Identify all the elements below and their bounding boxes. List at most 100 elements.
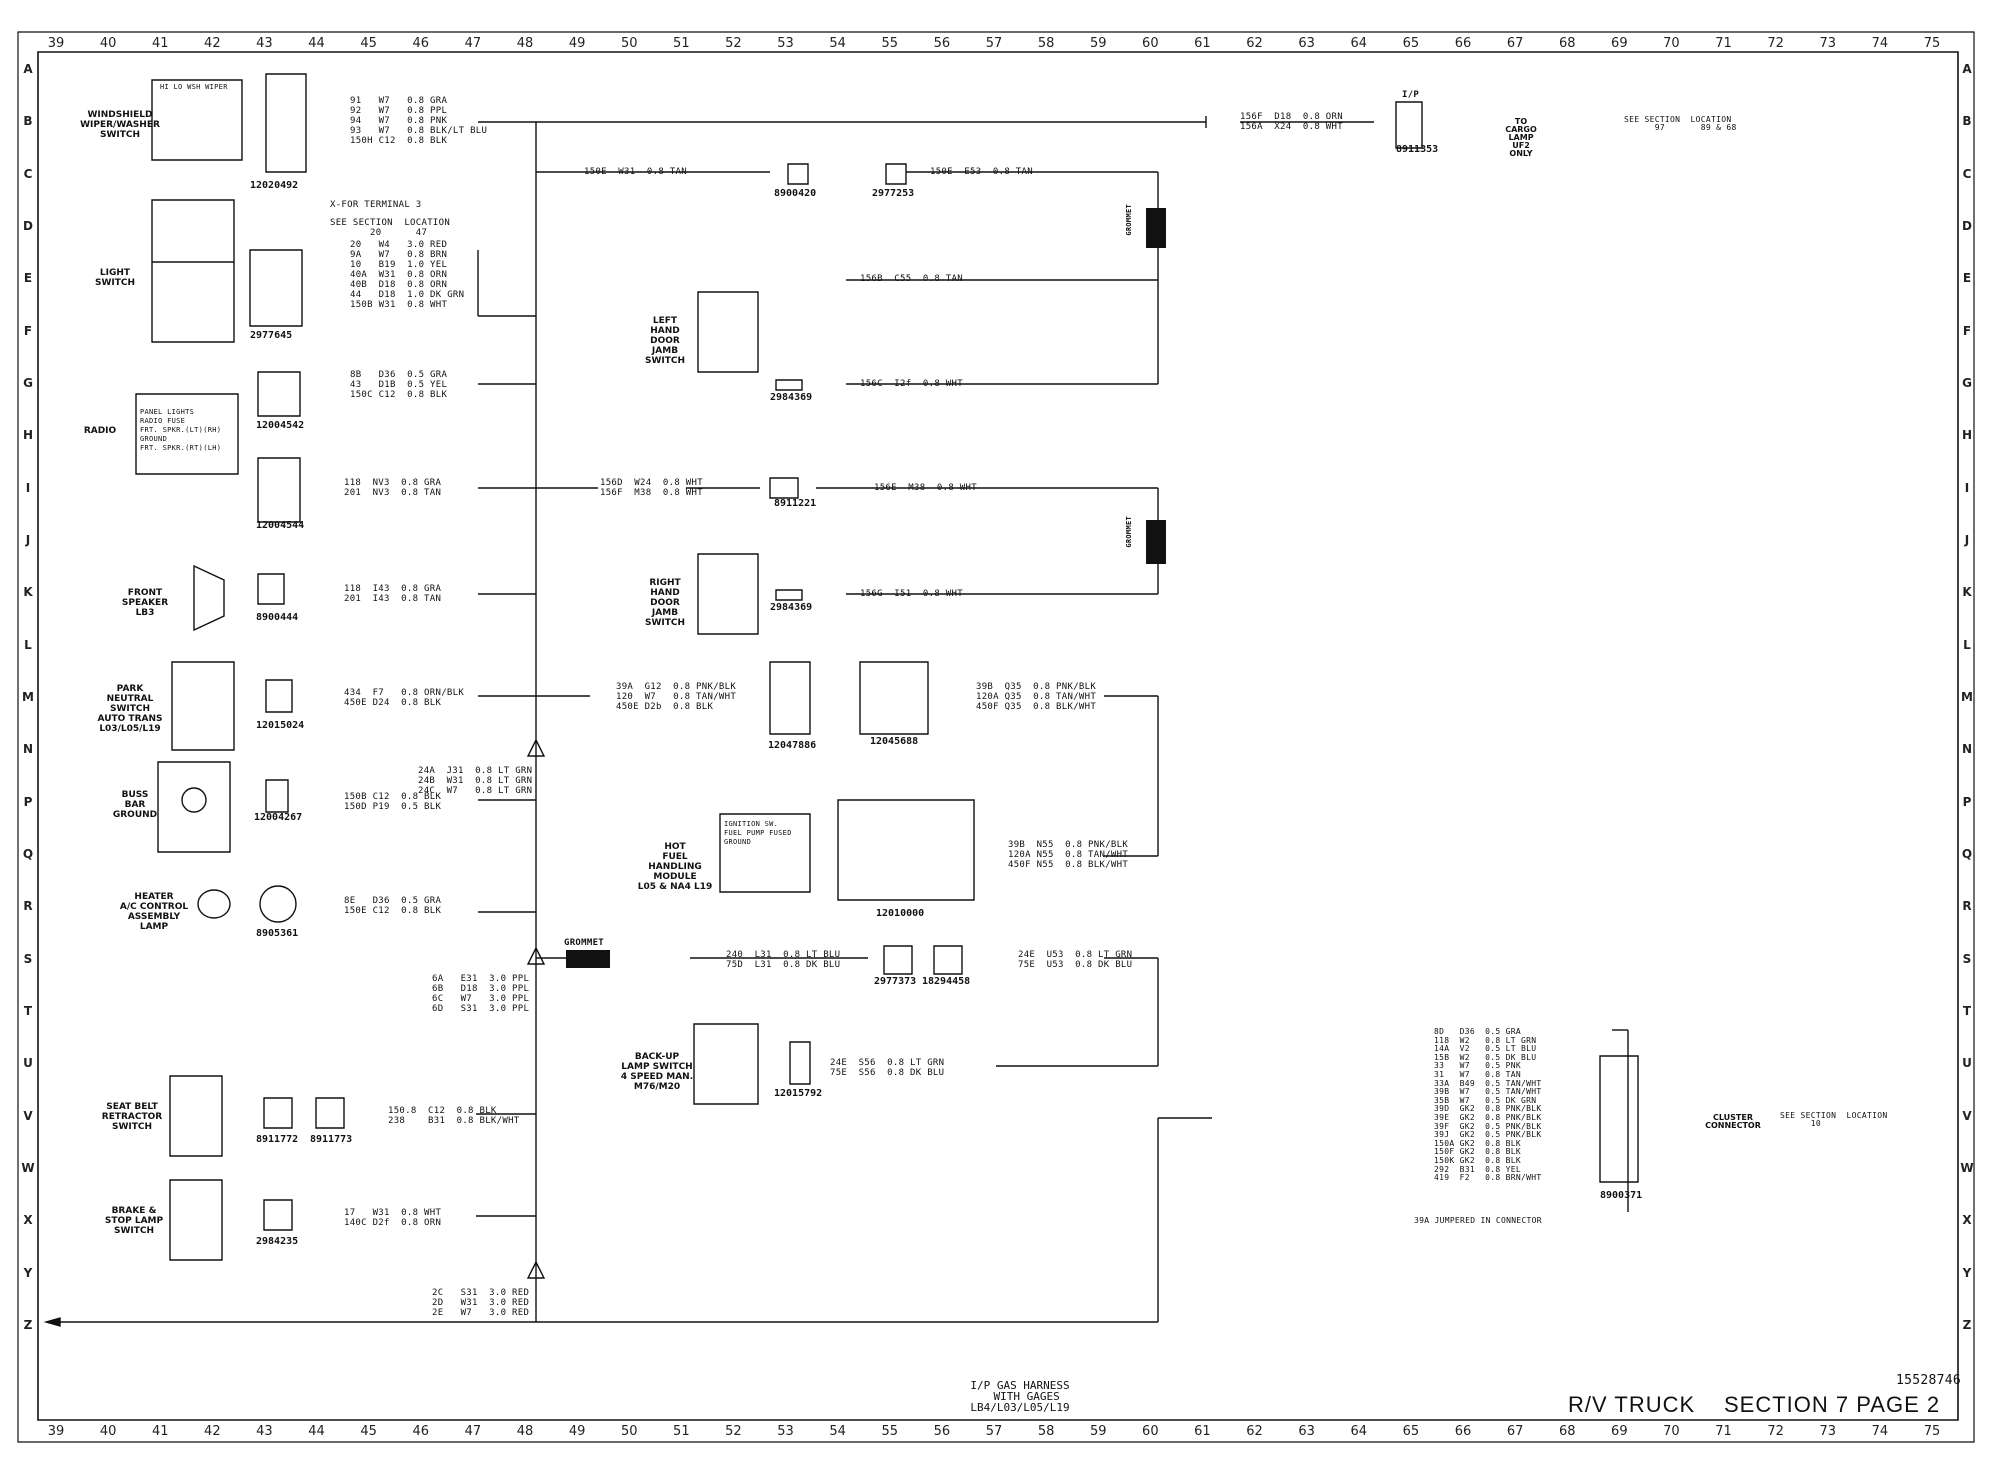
grommet-c xyxy=(1146,208,1166,248)
wire-row: 150E C12 0.8 BLK xyxy=(344,906,442,916)
light-note: X-FOR TERMINAL 3 xyxy=(330,200,422,210)
ruler-col-label: 70 xyxy=(1663,1424,1680,1439)
cargo-ip: I/P xyxy=(1402,90,1420,100)
conn-2977373: 2977373 xyxy=(874,976,917,987)
ruler-col-label: 71 xyxy=(1715,1424,1732,1439)
ruler-col-label: 50 xyxy=(620,1424,638,1439)
ruler-col-label: 46 xyxy=(412,36,430,51)
wire-row: 39B W7 0.5 TAN/WHT xyxy=(1434,1087,1542,1097)
wire-row: 75D L31 0.8 DK BLU xyxy=(726,960,841,970)
ruler-col-label: 61 xyxy=(1194,1424,1211,1439)
ruler-col-label: 59 xyxy=(1089,1424,1107,1439)
wire-row: 156D W24 0.8 WHT xyxy=(600,478,703,488)
ruler-col-label: 57 xyxy=(985,1424,1003,1439)
ruler-col-label: 50 xyxy=(620,36,638,51)
ruler-row-label: X xyxy=(23,1213,33,1228)
grommet-label-j: GROMMET xyxy=(1125,516,1133,548)
ruler-col-label: 48 xyxy=(516,36,534,51)
backup-connector-num: 12015792 xyxy=(774,1088,823,1099)
ruler-row-label: Y xyxy=(1962,1265,1972,1280)
wire-row: 238 B31 0.8 BLK/WHT xyxy=(388,1116,520,1126)
wire-row: 39B Q35 0.8 PNK/BLK xyxy=(976,682,1097,692)
ruler-col-label: 67 xyxy=(1506,36,1524,51)
wire-row: 150F GK2 0.8 BLK xyxy=(1434,1147,1521,1157)
wire-row: 156B C55 0.8 TAN xyxy=(860,274,963,284)
truck-label: R/V TRUCK xyxy=(1568,1392,1696,1417)
wire-row: 6A E31 3.0 PPL xyxy=(432,974,530,984)
ruler-col-label: 68 xyxy=(1558,36,1576,51)
ruler-col-label: 49 xyxy=(568,36,586,51)
ruler-col-label: 63 xyxy=(1298,1424,1315,1439)
ruler-row-label: U xyxy=(23,1056,33,1071)
lh-door-body xyxy=(698,292,758,372)
wire-row: 31 W7 0.8 TAN xyxy=(1434,1069,1521,1079)
wire-row: 43 D1B 0.5 YEL xyxy=(350,380,448,390)
wire-row: 120 W7 0.8 TAN/WHT xyxy=(616,692,737,702)
ruler-col-label: 57 xyxy=(985,36,1003,51)
wire-row: 450E D24 0.8 BLK xyxy=(344,698,442,708)
wires-mid-i-r: 156E M38 0.8 WHT xyxy=(874,483,977,493)
ruler-row-label: I xyxy=(1964,480,1970,495)
speaker-connector-num: 8900444 xyxy=(256,612,299,623)
wire-row: 24A J31 0.8 LT GRN xyxy=(418,766,533,776)
wire-row: 140C D2f 0.8 ORN xyxy=(344,1218,442,1228)
ruler-row-label: V xyxy=(23,1108,33,1123)
rh-door-body xyxy=(698,554,758,634)
wire-row: 6D S31 3.0 PPL xyxy=(432,1004,530,1014)
ruler-row-label: T xyxy=(1962,1004,1972,1018)
ruler-col-label: 73 xyxy=(1819,1424,1837,1439)
ruler-row-label: B xyxy=(1962,114,1972,129)
cargo-connector xyxy=(1396,102,1422,148)
park-switch-body xyxy=(172,662,234,750)
grommet-j xyxy=(1146,520,1166,564)
grommet-label-c: GROMMET xyxy=(1125,204,1133,236)
inner-frame xyxy=(38,52,1958,1420)
conn-18294458: 18294458 xyxy=(922,976,971,987)
wire-row: 150E E53 0.8 TAN xyxy=(930,167,1033,177)
feed-triangle-n xyxy=(528,740,544,756)
ruler-col-label: 75 xyxy=(1923,1424,1941,1439)
buss-bar-label: BUSS BAR GROUND xyxy=(112,790,158,820)
ruler-col-label: 74 xyxy=(1871,36,1889,51)
park-connector-num: 12015024 xyxy=(256,720,305,731)
wire-row: 44 D18 1.0 DK GRN xyxy=(350,290,465,300)
wire-row: 33A B49 0.5 TAN/WHT xyxy=(1434,1078,1542,1088)
wires-lhdoor-b: 156C I2f 0.8 WHT xyxy=(860,379,963,389)
wire-row: 156A X24 0.8 WHT xyxy=(1240,122,1343,132)
wire-row: 8E D36 0.5 GRA xyxy=(344,896,442,906)
ruler-col-label: 54 xyxy=(829,1424,846,1439)
wire-row: 450F N55 0.8 BLK/WHT xyxy=(1008,860,1129,870)
wire-row: 150D P19 0.5 BLK xyxy=(344,802,442,812)
wire-row: 10 B19 1.0 YEL xyxy=(350,260,448,270)
wire-row: 39D GK2 0.8 PNK/BLK xyxy=(1434,1104,1542,1114)
wire-row: 6C W7 3.0 PPL xyxy=(432,994,530,1004)
ruler-col-label: 70 xyxy=(1663,36,1680,51)
wire-row: 24E S56 0.8 LT GRN xyxy=(830,1058,945,1068)
ruler-col-label: 47 xyxy=(464,1424,482,1439)
heater-lamp-label: HEATER A/C CONTROL ASSEMBLY LAMP xyxy=(119,892,189,932)
lh-door-label: LEFT HAND DOOR JAMB SWITCH xyxy=(644,316,686,366)
ruler-row-label: F xyxy=(1962,323,1972,338)
ruler-col-label: 42 xyxy=(204,36,221,51)
wire-row: 450F Q35 0.8 BLK/WHT xyxy=(976,702,1097,712)
ruler-col-label: 41 xyxy=(151,36,169,51)
wire-row: 156E M38 0.8 WHT xyxy=(874,483,977,493)
wire-row: 40A W31 0.8 ORN xyxy=(350,270,448,280)
ruler-col-label: 43 xyxy=(256,1424,273,1439)
wire-row: 150K GK2 0.8 BLK xyxy=(1434,1155,1521,1165)
ruler-row-label: U xyxy=(1962,1056,1972,1071)
ruler-row-label: K xyxy=(1962,585,1972,600)
ruler-col-label: 51 xyxy=(673,1424,690,1439)
ruler-col-label: 68 xyxy=(1558,1424,1576,1439)
wire-row: 419 F2 0.8 BRN/WHT xyxy=(1434,1173,1542,1183)
grommet-s xyxy=(566,950,610,968)
ruler-col-label: 56 xyxy=(933,36,951,51)
wire-row: 40B D18 0.8 ORN xyxy=(350,280,448,290)
conn-12047886: 12047886 xyxy=(768,740,817,751)
ruler-row-label: C xyxy=(23,166,33,181)
